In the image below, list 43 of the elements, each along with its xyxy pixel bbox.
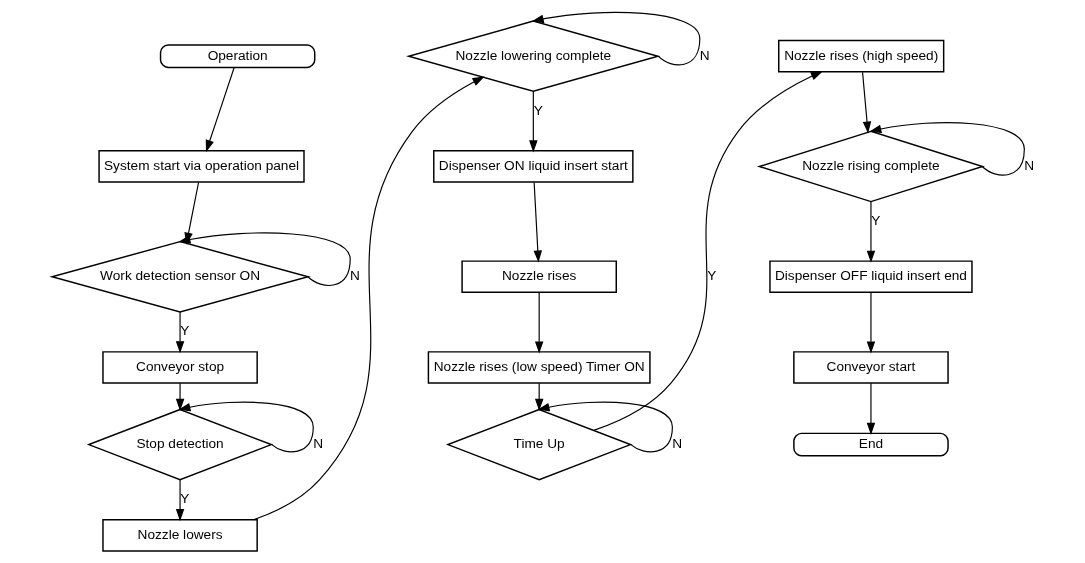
- edge-label: Y: [179, 323, 189, 339]
- edge-label: N: [312, 436, 323, 452]
- node-diamond: Stop detection: [86, 408, 273, 481]
- arrow: [592, 71, 823, 431]
- arrow: [531, 11, 700, 66]
- node-diamond: Work detection sensor ON: [48, 240, 311, 313]
- arrow: [866, 291, 875, 354]
- node-box: Conveyor start: [792, 351, 949, 384]
- arrow: [205, 66, 235, 153]
- arrow: [868, 122, 1025, 176]
- arrow: [252, 76, 485, 521]
- arrow: [866, 201, 875, 263]
- arrow: [533, 181, 542, 263]
- node-box: Dispenser OFF liquid insert end: [768, 260, 973, 294]
- arrow: [534, 291, 543, 354]
- node-diamond: Nozzle lowering complete: [405, 20, 661, 93]
- node-box: End: [792, 432, 949, 457]
- node-box: Conveyor stop: [101, 351, 258, 384]
- node-box: Nozzle rises: [460, 260, 617, 294]
- node-box: Nozzle rises (low speed) Timer ON: [427, 351, 651, 384]
- edge-label: N: [671, 436, 682, 452]
- node-box: Nozzle lowers: [101, 519, 258, 552]
- arrow: [177, 401, 314, 453]
- edge-label: Y: [870, 213, 880, 229]
- node-box: Operation: [159, 44, 315, 69]
- arrow: [175, 382, 184, 411]
- edge-label: N: [1023, 158, 1034, 174]
- edge-label: Y: [533, 102, 543, 118]
- edge-label: N: [699, 47, 710, 63]
- node-box: Nozzle rises (high speed): [777, 39, 944, 73]
- node-diamond: Nozzle rising complete: [756, 130, 985, 203]
- edge-label: N: [349, 268, 360, 284]
- edge-label: Y: [179, 491, 189, 507]
- node-box: Dispenser ON liquid insert start: [432, 150, 634, 183]
- arrow: [175, 479, 184, 522]
- arrow: [536, 401, 673, 453]
- arrow: [528, 90, 538, 153]
- arrow: [861, 71, 871, 134]
- arrow: [866, 382, 875, 435]
- node-diamond: Time Up: [445, 408, 632, 481]
- arrow: [175, 311, 184, 354]
- edge-label: Y: [706, 268, 716, 284]
- node-box: System start via operation panel: [97, 150, 305, 183]
